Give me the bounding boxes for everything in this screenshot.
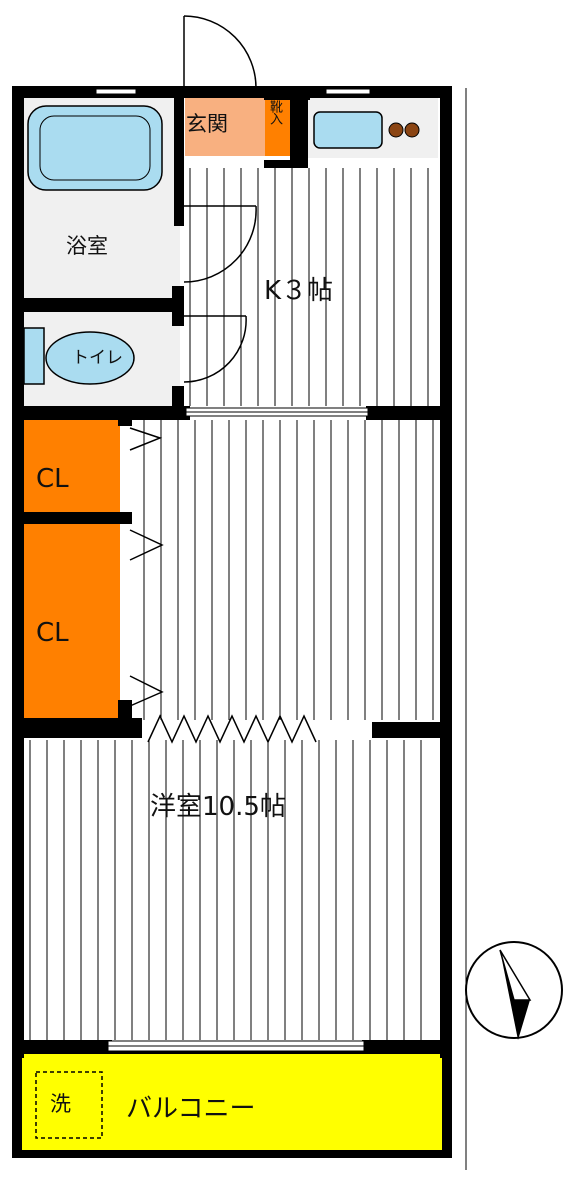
bathroom-label: 浴室 xyxy=(66,234,108,258)
western-room-floor xyxy=(29,420,434,1040)
kitchen-sink-icon xyxy=(313,111,383,149)
closet-1-label: CL xyxy=(36,464,69,494)
shoe-storage-label: 靴入 xyxy=(267,100,282,124)
walls xyxy=(12,86,452,1058)
genkan-label: 玄関 xyxy=(186,112,228,136)
toilet-label: トイレ xyxy=(72,348,123,368)
closet-1-area xyxy=(22,418,120,512)
north-arrow-icon xyxy=(465,941,563,1040)
balcony-area xyxy=(12,1046,452,1158)
kitchen-floor xyxy=(189,168,429,406)
bathroom-door xyxy=(183,205,257,283)
closet-doors xyxy=(129,427,164,707)
balcony-label: バルコニー xyxy=(126,1094,256,1124)
gas-burner-icon xyxy=(388,122,420,138)
kitchen-label: K３帖 xyxy=(264,276,334,306)
closet-2-area xyxy=(22,522,120,720)
windows xyxy=(95,88,371,1052)
washer-label: 洗 xyxy=(50,1092,71,1116)
closet-2-label: CL xyxy=(36,618,69,648)
bathtub-icon xyxy=(27,105,163,191)
bathroom-area xyxy=(22,200,180,298)
toilet-icon xyxy=(23,327,135,385)
western-room-label: 洋室10.5帖 xyxy=(150,792,286,822)
washer-space xyxy=(35,1071,103,1139)
genkan-area xyxy=(185,96,265,156)
toilet-door xyxy=(183,315,247,383)
accordion-partition xyxy=(147,714,317,744)
entrance-door xyxy=(183,15,257,89)
